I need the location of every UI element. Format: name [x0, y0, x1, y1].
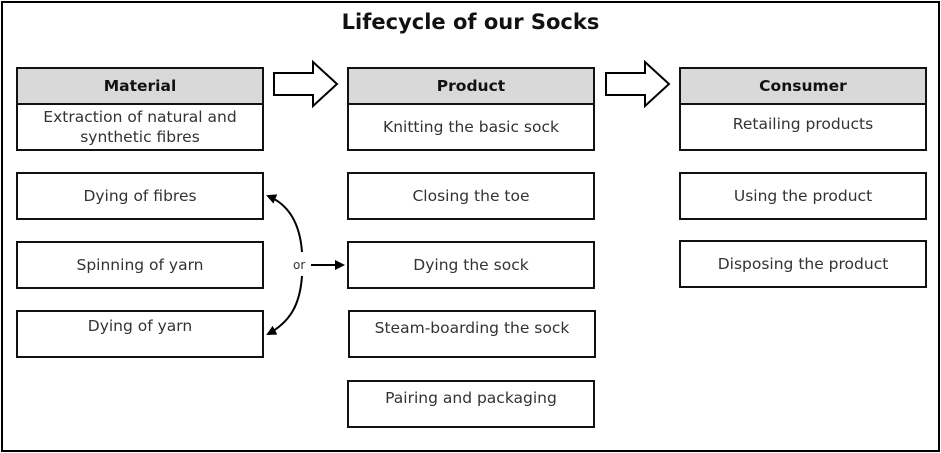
material-step: Dying of fibres	[16, 172, 264, 220]
product-step: Steam-boarding the sock	[348, 310, 596, 358]
diagram-title: Lifecycle of our Socks	[341, 10, 600, 34]
product-step: Dying the sock	[347, 241, 595, 289]
curved-arrow-up	[266, 194, 303, 253]
material-card: Material Extraction of natural and synth…	[16, 67, 264, 151]
material-step: Spinning of yarn	[16, 241, 264, 289]
flow-arrow-icon	[273, 59, 339, 109]
consumer-first-step: Retailing products	[732, 115, 874, 133]
flow-arrow-icon	[605, 59, 671, 109]
product-step: Pairing and packaging	[347, 380, 595, 428]
curved-arrow-down	[266, 275, 303, 335]
consumer-header: Consumer	[681, 69, 925, 105]
consumer-step: Using the product	[679, 172, 927, 220]
product-first-step: Knitting the basic sock	[383, 118, 559, 136]
or-label: or	[293, 258, 306, 272]
material-first-step: Extraction of natural and synthetic fibr…	[43, 108, 237, 146]
consumer-card: Consumer Retailing products	[679, 67, 927, 151]
consumer-step: Disposing the product	[679, 240, 927, 288]
material-step: Dying of yarn	[16, 310, 264, 358]
material-header: Material	[18, 69, 262, 105]
product-card: Product Knitting the basic sock	[347, 67, 595, 151]
product-header: Product	[349, 69, 593, 105]
product-step: Closing the toe	[347, 172, 595, 220]
